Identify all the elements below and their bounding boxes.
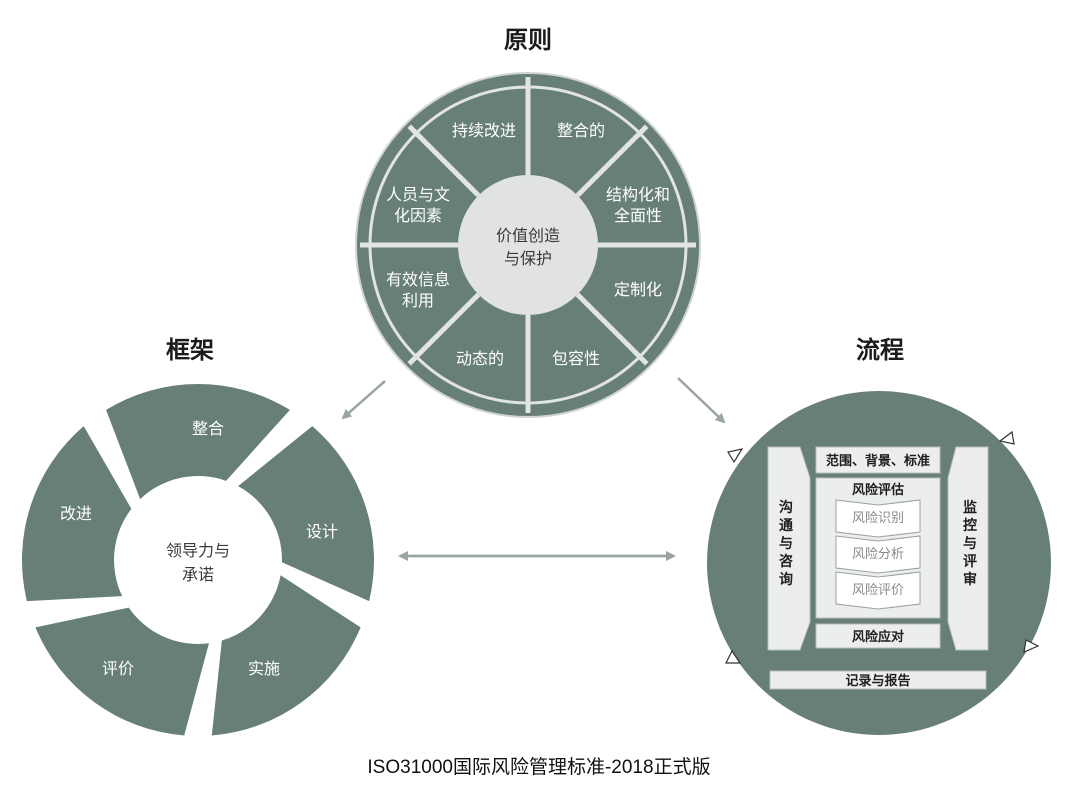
process-arrow-marker-bottom-right [1023,639,1040,653]
framework-segments [21,384,374,736]
process-arrow-marker-top-left [727,448,744,464]
recording-reporting-bar [769,670,987,690]
process-title: 流程 [856,335,904,364]
principle-segment-structured-comprehensive: 结构化和 全面性 [606,185,670,225]
process-arrow-marker-bottom-left [725,649,742,664]
framework-segment-evaluation: 评价 [102,659,134,678]
principle-label: 包容性 [552,349,600,368]
principles-to-process-arrow [677,377,726,424]
principles-to-framework-arrow [341,380,386,420]
framework-segment-shape [238,426,374,602]
monitoring-char: 监 [963,499,977,516]
principle-divider-line [575,124,649,198]
principle-segment-customized: 定制化 [614,280,662,299]
communication-char: 沟 [779,499,793,516]
risk-treatment-label: 风险应对 [852,629,904,645]
principle-label: 利用 [402,291,434,310]
principles-dividers [360,77,696,413]
principle-label: 持续改进 [452,121,516,140]
principle-segment-best-available-information: 有效信息 利用 [386,270,450,310]
principle-label: 人员与文 [386,185,450,204]
principle-divider-line [407,124,481,198]
communication-char: 与 [779,536,793,552]
monitoring-char: 与 [963,536,977,552]
communication-char: 询 [779,571,793,588]
principle-segment-dynamic: 动态的 [456,349,504,368]
risk-evaluation-step [835,571,921,610]
framework-segment-improvement: 改进 [60,504,92,523]
framework-title: 框架 [166,335,214,364]
monitoring-char: 控 [963,517,977,534]
risk-assessment-label: 风险评估 [852,482,904,498]
monitoring-review-bar [947,446,989,651]
principle-label: 整合的 [557,121,605,140]
principles-center-line-2: 与保护 [504,249,552,268]
principles-center-line-1: 价值创造 [496,226,560,245]
risk-analysis-step [835,535,921,574]
principle-segment-inclusive: 包容性 [552,349,600,368]
principle-label: 定制化 [614,280,662,299]
monitoring-char: 评 [963,554,977,570]
principle-inner-ring-line [368,85,688,405]
risk-identification-label: 风险识别 [852,511,904,526]
principle-label: 有效信息 [386,270,450,289]
principle-divider-line [575,292,649,366]
framework-center-line-1: 领导力与 [166,541,230,560]
framework-segment-shape [106,384,290,500]
process-arrow-marker-top-right [998,430,1015,445]
principle-label: 结构化和 [606,185,670,204]
principle-segment-human-cultural-factors: 人员与文 化因素 [386,185,450,225]
communication-char: 通 [779,518,793,534]
framework-segment-integration: 整合 [192,419,224,438]
communication-consultation-bar [767,446,811,651]
framework-segment-design: 设计 [306,522,338,541]
risk-identification-step [835,499,921,538]
framework-segment-shape [21,426,132,602]
figure-caption: ISO31000国际风险管理标准-2018正式版 [367,756,710,778]
framework-segment-shape [211,575,361,736]
principle-label: 化因素 [394,206,442,225]
framework-wheel: 整合 设计 实施 评价 改进 领导力与 承诺 [21,384,374,736]
process-circle: 沟 通 与 咨 询 监 控 与 评 审 范围、背景、标准 风险评估 风险识别 风… [707,391,1051,735]
principles-center-disc [458,175,598,315]
risk-analysis-label: 风险分析 [852,547,904,562]
communication-char: 咨 [779,553,793,570]
framework-center-line-2: 承诺 [182,565,214,584]
risk-treatment-box [815,623,941,649]
principles-wheel: 价值创造 与保护 持续改进 整合的 结构化和 全面性 定制化 包容性 动态的 有… [355,72,701,418]
principle-segment-continual-improvement: 持续改进 [452,121,516,140]
principle-label: 动态的 [456,349,504,368]
principle-label: 全面性 [614,206,662,225]
recording-reporting-label: 记录与报告 [845,673,910,689]
framework-segment-shape [35,607,209,736]
principles-title: 原则 [504,25,552,54]
framework-segment-implementation: 实施 [248,659,280,678]
monitoring-char: 审 [963,571,977,588]
risk-evaluation-label: 风险评价 [852,583,904,598]
scope-context-criteria-box [815,446,941,474]
principle-segment-integrated: 整合的 [557,121,605,140]
scope-context-criteria-label: 范围、背景、标准 [826,453,930,469]
principle-divider-line [407,292,481,366]
